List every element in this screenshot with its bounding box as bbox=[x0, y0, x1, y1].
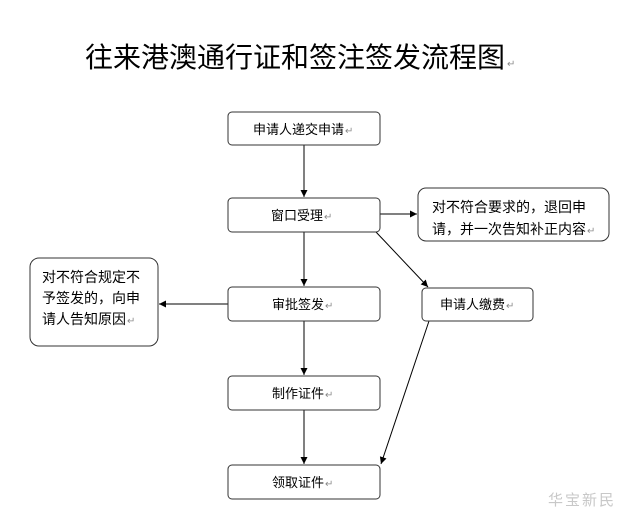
node-produce-box bbox=[227, 375, 381, 411]
node-approve: 审批签发↵ bbox=[227, 286, 381, 322]
note-refuse-line-text: 请人告知原因 bbox=[42, 311, 126, 328]
note-return: 对不符合要求的，退回申 请，并一次告知补正内容↵ bbox=[417, 187, 610, 242]
node-pay-box bbox=[421, 287, 534, 322]
paragraph-mark: ↵ bbox=[587, 226, 595, 237]
paragraph-mark: ↵ bbox=[127, 316, 135, 327]
node-accept: 窗口受理↵ bbox=[227, 197, 381, 233]
note-return-line: 请，并一次告知补正内容↵ bbox=[432, 221, 595, 238]
paragraph-mark: ↵ bbox=[507, 59, 515, 70]
note-refuse-line: 请人告知原因↵ bbox=[42, 311, 135, 328]
page-title: 往来港澳通行证和签注签发流程图↵ bbox=[85, 41, 515, 74]
watermark: 华宝新民 bbox=[548, 491, 616, 509]
paragraph-mark: ↵ bbox=[325, 301, 333, 312]
node-produce-text: 制作证件 bbox=[272, 387, 324, 402]
node-approve-label: 审批签发↵ bbox=[272, 297, 333, 313]
paragraph-mark: ↵ bbox=[325, 479, 333, 490]
note-refuse-line: 予签发的，向申 bbox=[42, 290, 140, 307]
node-collect: 领取证件↵ bbox=[227, 464, 381, 500]
node-pay-text: 申请人缴费 bbox=[440, 298, 505, 313]
node-collect-label: 领取证件↵ bbox=[272, 476, 333, 491]
node-submit-text: 申请人递交申请 bbox=[253, 122, 344, 138]
arrow-pay-to-collect bbox=[379, 320, 430, 465]
node-approve-text: 审批签发 bbox=[272, 297, 324, 313]
paragraph-mark: ↵ bbox=[506, 301, 514, 312]
paragraph-mark: ↵ bbox=[325, 390, 333, 401]
arrow-accept-to-pay bbox=[375, 231, 429, 288]
note-refuse-line: 对不符合规定不 bbox=[42, 270, 140, 286]
node-pay-label: 申请人缴费↵ bbox=[440, 298, 514, 313]
note-refuse-box bbox=[29, 257, 159, 347]
node-submit-box bbox=[227, 111, 381, 146]
node-accept-label: 窗口受理↵ bbox=[271, 208, 332, 224]
paragraph-mark: ↵ bbox=[324, 212, 332, 223]
node-pay: 申请人缴费↵ bbox=[421, 287, 534, 322]
note-return-line: 对不符合要求的，退回申 bbox=[432, 200, 586, 216]
node-accept-box bbox=[227, 197, 381, 233]
note-return-line-text: 请，并一次告知补正内容 bbox=[432, 221, 586, 238]
node-submit: 申请人递交申请↵ bbox=[227, 111, 381, 146]
node-collect-text: 领取证件 bbox=[272, 476, 324, 491]
node-produce-label: 制作证件↵ bbox=[272, 387, 333, 402]
note-return-box bbox=[417, 187, 610, 242]
node-collect-box bbox=[227, 464, 381, 500]
node-approve-box bbox=[227, 286, 381, 322]
note-refuse: 对不符合规定不 予签发的，向申 请人告知原因↵ bbox=[29, 257, 159, 347]
node-produce: 制作证件↵ bbox=[227, 375, 381, 411]
node-accept-text: 窗口受理 bbox=[271, 208, 323, 224]
page-title-text: 往来港澳通行证和签注签发流程图 bbox=[85, 41, 505, 74]
node-submit-label: 申请人递交申请↵ bbox=[253, 122, 353, 138]
paragraph-mark: ↵ bbox=[345, 126, 353, 137]
